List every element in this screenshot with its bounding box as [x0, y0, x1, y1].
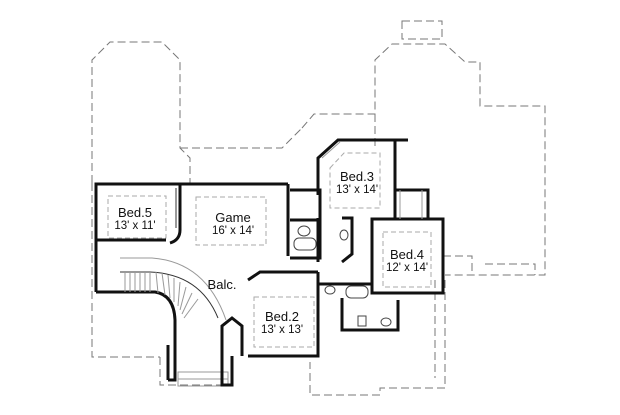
room-dimensions: 16' x 14' — [211, 224, 255, 237]
room-dimensions: 13' x 13' — [260, 323, 304, 336]
room-name: Bed.5 — [118, 205, 152, 220]
balcony-name: Balc. — [207, 277, 237, 292]
room-markers — [107, 152, 432, 348]
room-label-bed2: Bed.2 13' x 13' — [253, 310, 311, 336]
balcony-label: Balc. — [200, 278, 244, 292]
staircase — [96, 257, 229, 387]
room-label-bed5: Bed.5 13' x 11' — [101, 206, 169, 232]
room-label-game: Game 16' x 14' — [196, 211, 270, 237]
room-name: Game — [215, 210, 251, 225]
walls — [94, 138, 445, 387]
room-label-bed4: Bed.4 12' x 14' — [379, 248, 435, 274]
room-label-bed3: Bed.3 13' x 14' — [328, 170, 386, 196]
room-dimensions: 12' x 14' — [385, 261, 429, 274]
room-dimensions: 13' x 11' — [114, 219, 156, 232]
room-name: Bed.4 — [390, 247, 424, 262]
lower-floor-outline — [91, 20, 546, 396]
room-dimensions: 13' x 14' — [335, 183, 379, 196]
room-name: Bed.2 — [265, 309, 299, 324]
room-name: Bed.3 — [340, 169, 374, 184]
